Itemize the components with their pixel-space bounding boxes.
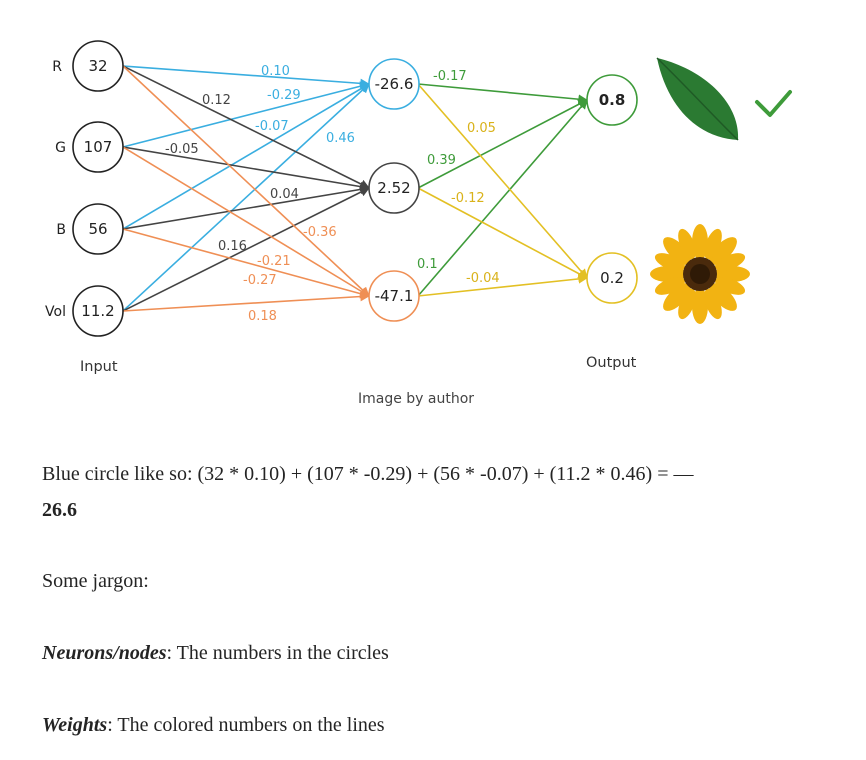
output-value: 0.2	[600, 269, 624, 287]
output-node-leaf: 0.8	[587, 75, 637, 125]
weight-label: 0.39	[427, 153, 456, 168]
edges-to-flower-output	[418, 84, 587, 296]
input-name: B	[56, 222, 66, 238]
hidden-value: 2.52	[377, 179, 410, 197]
jargon-heading: Some jargon:	[42, 563, 149, 599]
weight-label: -0.07	[255, 119, 289, 134]
weight-label: -0.17	[433, 69, 467, 84]
input-node-r: R 32	[52, 41, 123, 91]
weights-term: Weights	[42, 714, 107, 736]
weight-label: -0.21	[257, 254, 291, 269]
input-value: 11.2	[81, 302, 114, 320]
input-name: R	[52, 59, 62, 75]
formula-result: 26.6	[42, 499, 77, 521]
weight-label: 0.05	[467, 121, 496, 136]
output-value: 0.8	[599, 91, 626, 109]
weight-label: 0.1	[417, 257, 438, 272]
neural-network-diagram: 0.10 -0.29 -0.07 0.46 0.12 -0.05 0.04 0.…	[0, 0, 866, 420]
input-name: Vol	[45, 304, 66, 320]
input-value: 32	[88, 57, 107, 75]
input-section-label: Input	[80, 359, 118, 375]
weights-definition: Weights: The colored numbers on the line…	[42, 707, 385, 743]
weight-label: 0.18	[248, 309, 277, 324]
neurons-term: Neurons/nodes	[42, 642, 166, 664]
hidden-node-gray: 2.52	[369, 163, 419, 213]
hidden-node-blue: -26.6	[369, 59, 419, 109]
weight-label: 0.12	[202, 93, 231, 108]
hidden-node-orange: -47.1	[369, 271, 419, 321]
weight-label: -0.05	[165, 142, 199, 157]
input-value: 107	[84, 138, 113, 156]
weight-label: 0.04	[270, 187, 299, 202]
weight-label: -0.29	[267, 88, 301, 103]
input-node-g: G 107	[55, 122, 123, 172]
output-section-label: Output	[586, 355, 637, 371]
weight-label: 0.16	[218, 239, 247, 254]
image-caption: Image by author	[358, 391, 474, 407]
weight-label: 0.46	[326, 131, 355, 146]
weight-label: -0.04	[466, 271, 500, 286]
checkmark-icon	[757, 92, 790, 115]
sunflower-icon	[650, 224, 750, 324]
input-value: 56	[88, 220, 107, 238]
weight-label: -0.27	[243, 273, 277, 288]
weight-label: 0.10	[261, 64, 290, 79]
formula-paragraph: Blue circle like so: (32 * 0.10) + (107 …	[42, 456, 802, 528]
weight-label: -0.36	[303, 225, 337, 240]
weights-description: : The colored numbers on the lines	[107, 714, 384, 736]
hidden-value: -47.1	[375, 287, 414, 305]
hidden-value: -26.6	[375, 75, 414, 93]
neurons-description: : The numbers in the circles	[166, 642, 388, 664]
weight-label: -0.12	[451, 191, 485, 206]
leaf-icon	[657, 58, 738, 140]
input-node-vol: Vol 11.2	[45, 286, 123, 336]
output-node-flower: 0.2	[587, 253, 637, 303]
input-node-b: B 56	[56, 204, 123, 254]
formula-text: Blue circle like so: (32 * 0.10) + (107 …	[42, 463, 693, 485]
neurons-definition: Neurons/nodes: The numbers in the circle…	[42, 635, 389, 671]
input-name: G	[55, 140, 66, 156]
